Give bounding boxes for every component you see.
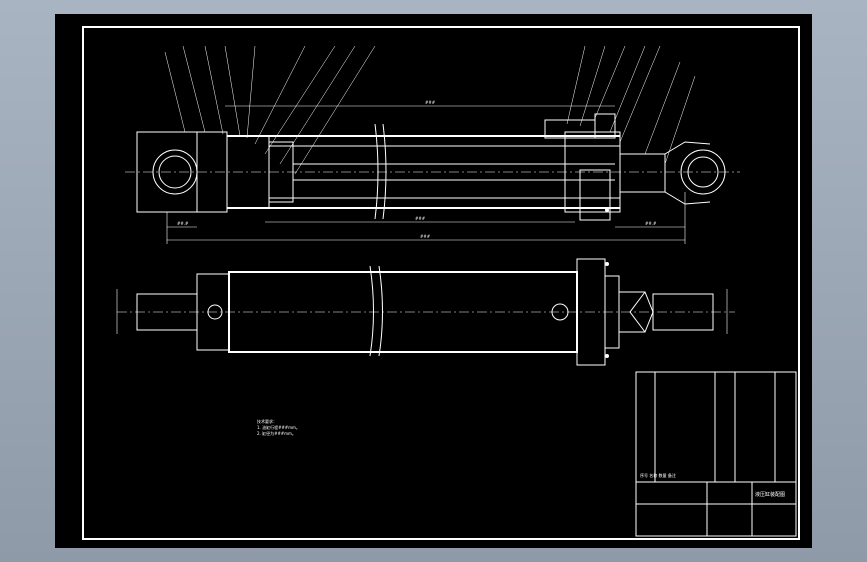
dim-overall: ### [425, 100, 436, 105]
section-view [125, 45, 740, 244]
outer-view [116, 258, 735, 366]
bolt-marks [605, 208, 609, 358]
sheet-border [82, 26, 800, 540]
dim-stroke: ### [415, 216, 426, 221]
dim-eye-end: ##.# [645, 221, 657, 226]
drawing-title: 液压缸装配图 [755, 491, 785, 498]
cad-drawing: ### ### ##.# ##.# ### 液压缸装配图 序号 名称 数量 备注 [82, 26, 800, 540]
notes-title: 技术要求： [257, 419, 277, 424]
dim-rod-end: ##.# [177, 221, 189, 226]
bom-footer: 序号 名称 数量 备注 [640, 472, 676, 478]
title-block [635, 371, 797, 537]
note-2: 2. 缸径为###mm。 [257, 431, 296, 436]
drawing-viewport[interactable]: ### ### ##.# ##.# ### 液压缸装配图 序号 名称 数量 备注… [55, 14, 812, 548]
note-1: 1. 油缸行程###mm。 [257, 425, 300, 430]
technical-notes: 技术要求： 1. 油缸行程###mm。 2. 缸径为###mm。 [257, 419, 300, 437]
dim-bore: ### [420, 234, 431, 239]
